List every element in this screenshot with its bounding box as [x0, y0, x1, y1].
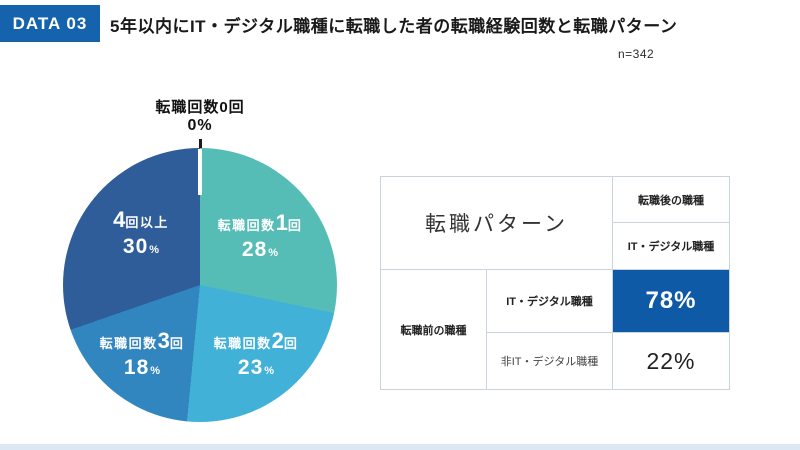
- table-title-cell: 転職パターン: [381, 177, 612, 269]
- footer-accent-bar: [0, 444, 800, 450]
- slice-value: 18%: [123, 356, 161, 379]
- slice-category: 転職回数2回: [213, 328, 299, 353]
- slice-category: 転職回数1回: [217, 210, 303, 235]
- table-after-header-cell: 転職後の職種: [613, 177, 729, 222]
- table-row-value: 22%: [613, 333, 729, 389]
- pie-slice-label-4: 4回以上 30%: [113, 207, 169, 259]
- page-title: 5年以内にIT・デジタル職種に転職した者の転職経験回数と転職パターン: [110, 17, 678, 36]
- table-row-label: IT・デジタル職種: [487, 270, 612, 332]
- zero-slice-label: 転職回数0回: [155, 99, 245, 116]
- pie-slice-label-3: 転職回数3回 18%: [100, 328, 185, 380]
- zero-slice-pointer: [199, 139, 202, 149]
- slice-category: 転職回数3回: [99, 328, 185, 353]
- table-before-header-cell: 転職前の職種: [381, 270, 486, 389]
- table-after-subheader-cell: IT・デジタル職種: [613, 223, 729, 269]
- zero-slice-value: 0%: [187, 117, 213, 134]
- pie-chart-area: 転職回数0回 0% 転職回数1回 28% 転職回数2回 23% 転職回数3回 1…: [63, 99, 337, 422]
- zero-slice-divider: [198, 149, 202, 195]
- slice-category: 4回以上: [113, 207, 169, 232]
- sample-size-label: n=342: [618, 47, 655, 61]
- data-badge: DATA 03: [0, 5, 100, 42]
- pie-slice-label-2: 転職回数2回 23%: [214, 328, 299, 380]
- slice-value: 23%: [237, 356, 275, 379]
- slice-value: 28%: [241, 238, 279, 261]
- table-row-value-highlight: 78%: [613, 270, 729, 332]
- pie-chart: 転職回数1回 28% 転職回数2回 23% 転職回数3回 18% 4回以上 30…: [63, 148, 337, 422]
- pie-slice-label-1: 転職回数1回 28%: [218, 210, 303, 262]
- pattern-table: 転職パターン 転職後の職種 IT・デジタル職種 転職前の職種 IT・デジタル職種…: [380, 176, 730, 390]
- table-row-label: 非IT・デジタル職種: [487, 333, 612, 389]
- slice-value: 30%: [122, 235, 160, 258]
